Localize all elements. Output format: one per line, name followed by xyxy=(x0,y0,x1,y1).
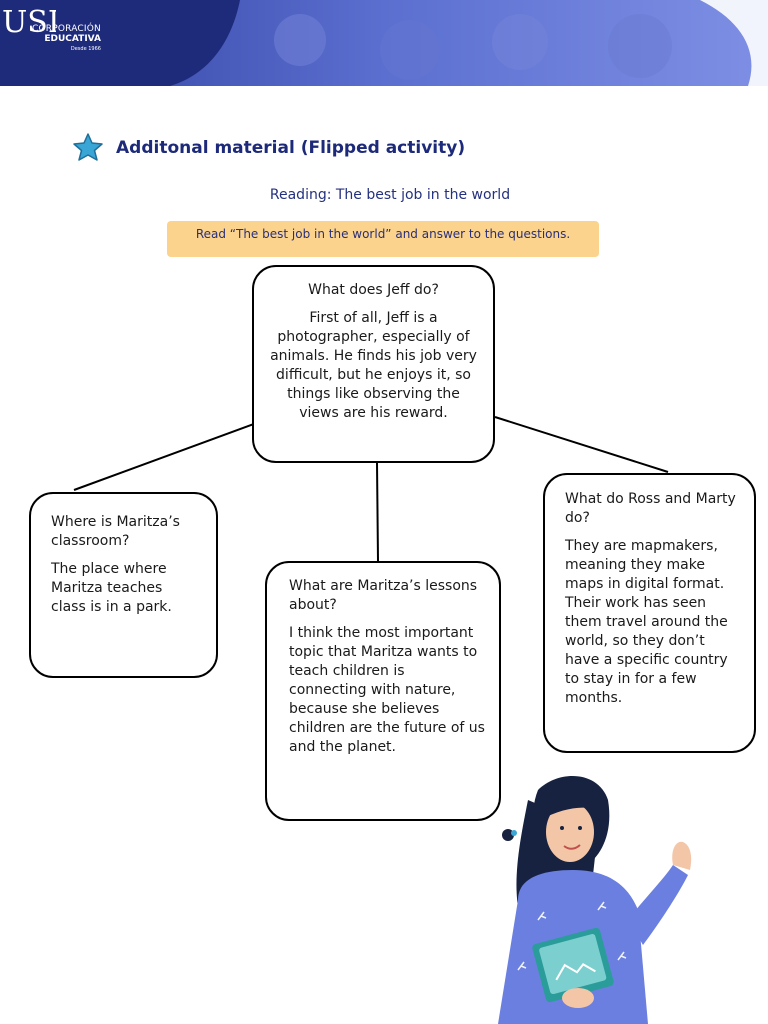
org-name: CORPORACIÓN EDUCATIVA Desde 1966 xyxy=(32,24,101,54)
org-line1: CORPORACIÓN xyxy=(32,24,101,34)
section-heading: Additonal material (Flipped activity) xyxy=(72,132,465,164)
connector-left xyxy=(73,420,263,491)
maritza-lessons-box: What are Maritza’s lessons about? I thin… xyxy=(265,561,501,821)
jeff-answer: First of all, Jeff is a photographer, es… xyxy=(270,310,477,421)
banner-background xyxy=(0,0,768,86)
maritza-classroom-answer: The place where Maritza teaches class is… xyxy=(51,561,172,615)
jeff-box: What does Jeff do? First of all, Jeff is… xyxy=(252,265,495,463)
header-banner: CORPORACIÓN EDUCATIVA Desde 1966 USIL xyxy=(0,0,768,86)
page-title: Additonal material (Flipped activity) xyxy=(116,138,466,158)
jeff-question: What does Jeff do? xyxy=(308,282,439,298)
connector-center xyxy=(376,462,379,562)
maritza-lessons-answer: I think the most important topic that Ma… xyxy=(289,625,485,755)
maritza-lessons-question: What are Maritza’s lessons about? xyxy=(289,578,478,613)
reading-subtitle: Reading: The best job in the world xyxy=(269,187,511,203)
ross-marty-box: What do Ross and Marty do? They are mapm… xyxy=(543,473,756,753)
connector-right xyxy=(494,416,669,473)
star-icon xyxy=(73,133,103,161)
org-line3: Desde 1966 xyxy=(70,46,101,52)
maritza-classroom-box: Where is Maritza’s classroom? The place … xyxy=(29,492,218,678)
logo-letters: USIL xyxy=(2,5,56,40)
ross-marty-question: What do Ross and Marty do? xyxy=(565,491,736,526)
org-line2: EDUCATIVA xyxy=(44,34,101,44)
maritza-classroom-question: Where is Maritza’s classroom? xyxy=(51,514,180,549)
usil-logo: USIL xyxy=(2,5,56,40)
teacher-illustration xyxy=(498,776,692,1024)
ross-marty-answer: They are mapmakers, meaning they make ma… xyxy=(565,538,728,706)
instruction-banner: Read “The best job in the world” and ans… xyxy=(167,221,599,257)
